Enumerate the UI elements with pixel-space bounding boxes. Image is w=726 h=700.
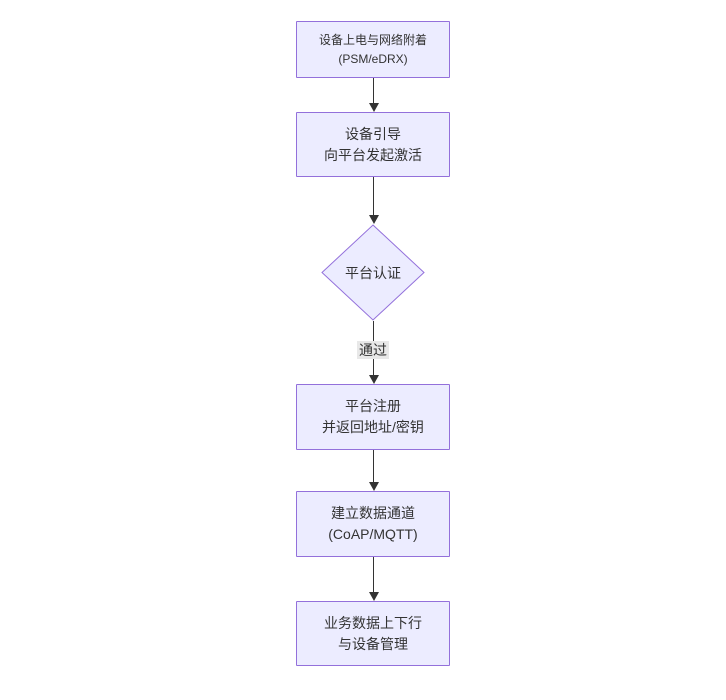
edge-label-pass: 通过 (357, 341, 389, 359)
node-text-line: 设备引导 (345, 125, 401, 142)
arrowhead-down-icon (368, 482, 379, 491)
arrowhead-down-icon (368, 215, 379, 224)
node-text-line: (CoAP/MQTT) (328, 526, 418, 542)
node-device-bootstrap: 设备引导 向平台发起激活 (296, 112, 450, 177)
edge-line (373, 450, 374, 482)
node-text-line: 向平台发起激活 (324, 146, 422, 163)
node-text-line: 平台认证 (345, 264, 401, 281)
node-business-data: 业务数据上下行 与设备管理 (296, 601, 450, 666)
decision-diamond-shape (321, 224, 425, 321)
arrowhead-down-icon (368, 592, 379, 601)
edge-arrow-channel-to-business (368, 557, 379, 601)
edge-line (373, 557, 374, 592)
node-data-channel: 建立数据通道 (CoAP/MQTT) (296, 491, 450, 557)
edge-arrow-power-to-bootstrap (368, 78, 379, 112)
edge-line (373, 177, 374, 215)
node-text-line: 并返回地址/密钥 (322, 419, 424, 435)
edge-arrow-bootstrap-to-auth (368, 177, 379, 224)
node-text-line: 与设备管理 (338, 635, 408, 652)
arrowhead-down-icon (368, 375, 379, 384)
node-text-line: 业务数据上下行 (324, 614, 422, 631)
diamond-polygon (321, 224, 425, 321)
node-text-line: (PSM/eDRX) (338, 51, 408, 66)
node-platform-auth: 平台认证 (321, 224, 425, 321)
node-power-network-attach: 设备上电与网络附着 (PSM/eDRX) (296, 21, 450, 78)
node-text-line: 设备上电与网络附着 (318, 32, 427, 47)
arrowhead-down-icon (368, 103, 379, 112)
node-platform-register: 平台注册 并返回地址/密钥 (296, 384, 450, 450)
edge-arrow-register-to-channel (368, 450, 379, 491)
edge-line (373, 78, 374, 103)
node-text-line: 建立数据通道 (331, 505, 415, 521)
node-text-line: 平台注册 (345, 398, 401, 414)
